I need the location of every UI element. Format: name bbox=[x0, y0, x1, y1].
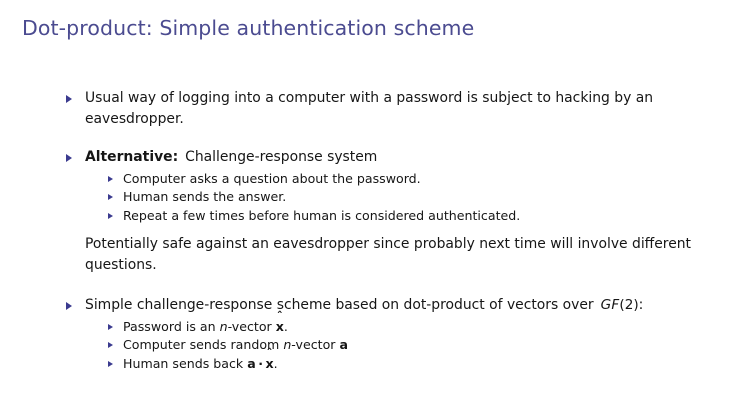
math-gf-symbol: GF bbox=[600, 297, 620, 314]
triangle-bullet-icon bbox=[66, 94, 72, 103]
triangle-bullet-icon bbox=[108, 323, 113, 330]
list-item-text: Password is an bbox=[123, 318, 220, 334]
list-item-text: -vector bbox=[291, 337, 340, 353]
hat-accent-icon: ˆ bbox=[276, 308, 283, 323]
list-item: Usual way of logging into a computer wit… bbox=[0, 88, 747, 129]
list-item-text: . bbox=[273, 355, 278, 371]
list-item: Alternative: Challenge-response system Co… bbox=[0, 147, 747, 275]
triangle-bullet-icon bbox=[108, 212, 113, 219]
list-item-text: Human sends back bbox=[123, 355, 248, 371]
list-item-label: Challenge-response system bbox=[185, 149, 378, 165]
list-item-label: Simple challenge-response scheme based o… bbox=[85, 297, 594, 314]
math-var-n: n bbox=[283, 337, 292, 353]
list-item-text: . bbox=[283, 318, 288, 334]
math-vector-a: a bbox=[247, 355, 256, 371]
spacer bbox=[85, 225, 729, 234]
list-item-label: Computer asks a question about the passw… bbox=[123, 170, 421, 186]
triangle-bullet-icon bbox=[108, 194, 113, 201]
spacer bbox=[0, 129, 747, 147]
slide-body: Usual way of logging into a computer wit… bbox=[0, 88, 747, 374]
list-item: Computer asks a question about the passw… bbox=[85, 170, 729, 189]
list-item-text: -vector bbox=[227, 318, 276, 334]
list-item: Simple challenge-response scheme based o… bbox=[0, 295, 747, 373]
math-vector-a: a bbox=[339, 337, 348, 353]
math-gf-argument: (2) bbox=[619, 297, 639, 314]
triangle-bullet-icon bbox=[108, 342, 113, 349]
triangle-bullet-icon bbox=[108, 175, 113, 182]
list-item-label: Usual way of logging into a computer wit… bbox=[85, 90, 654, 127]
math-var-n: n bbox=[219, 318, 228, 334]
math-vector-x: x bbox=[275, 318, 284, 334]
trailing-colon: : bbox=[638, 297, 644, 314]
list-item: Computer sends random n-vector a bbox=[85, 336, 729, 355]
page-title: Dot-product: Simple authentication schem… bbox=[22, 16, 475, 40]
triangle-bullet-icon bbox=[66, 301, 72, 310]
list-item-text: Computer sends random bbox=[123, 337, 284, 353]
list-item: Human sends the answer. bbox=[85, 188, 729, 207]
hat-accent-icon: ˆ bbox=[266, 345, 273, 360]
list-item-label: Human sends the answer. bbox=[123, 189, 287, 205]
alternative-label: Alternative: bbox=[85, 149, 179, 165]
spacer bbox=[0, 275, 747, 295]
sub-list: Computer asks a question about the passw… bbox=[85, 170, 729, 226]
list-item: Repeat a few times before human is consi… bbox=[85, 207, 729, 226]
note-paragraph: Potentially safe against an eavesdropper… bbox=[85, 236, 691, 273]
triangle-bullet-icon bbox=[66, 153, 72, 162]
triangle-bullet-icon bbox=[108, 360, 113, 367]
math-vector-x: x bbox=[265, 355, 274, 371]
list-item-label: Repeat a few times before human is consi… bbox=[123, 207, 521, 223]
dot-operator-icon: · bbox=[258, 355, 264, 371]
